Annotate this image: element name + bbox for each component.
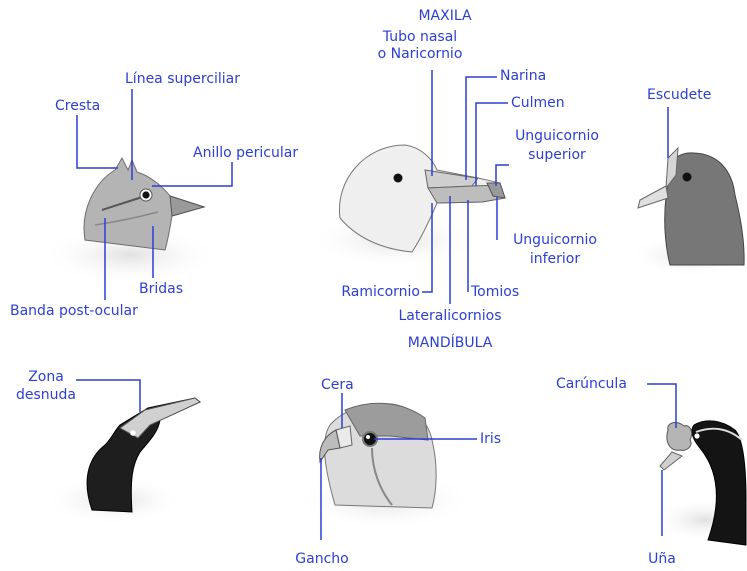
- label-cresta: Cresta: [55, 98, 100, 115]
- label-mandibula: MANDÍBULA: [390, 335, 510, 352]
- label-unguicornio-superior-line1: Unguicornio: [502, 128, 612, 145]
- label-unguicornio-inferior-line1: Unguicornio: [500, 232, 610, 249]
- label-tomios: Tomios: [471, 284, 519, 301]
- label-anillo-pericular: Anillo pericular: [193, 145, 298, 162]
- label-linea-superciliar: Línea superciliar: [125, 71, 240, 88]
- label-iris: Iris: [480, 431, 501, 448]
- label-narina: Narina: [500, 68, 546, 85]
- label-maxila: MAXILA: [410, 8, 480, 25]
- label-zona-desnuda-line1: Zona: [18, 369, 74, 386]
- label-gancho: Gancho: [280, 551, 364, 568]
- cormorant-sketch: [45, 398, 200, 525]
- raptor-sketch: [295, 403, 475, 530]
- crested-bird-sketch: [40, 158, 220, 285]
- label-zona-desnuda-line2: desnuda: [14, 387, 78, 404]
- label-banda-post-ocular: Banda post-ocular: [10, 303, 138, 320]
- label-unguicornio-superior-line2: superior: [502, 147, 612, 164]
- label-ramicornio: Ramicornio: [316, 284, 420, 301]
- label-cera: Cera: [321, 377, 354, 394]
- label-bridas: Bridas: [139, 281, 183, 298]
- label-tubo-nasal-line2: o Naricornio: [360, 46, 480, 63]
- label-culmen: Culmen: [511, 95, 565, 112]
- label-caruncula: Carúncula: [556, 376, 627, 393]
- carunculated-bird-sketch: [650, 421, 747, 545]
- label-lateralicornios: Lateralicornios: [385, 308, 515, 325]
- label-unguicornio-inferior-line2: inferior: [500, 251, 610, 268]
- label-una: Uña: [640, 551, 684, 568]
- coot-sketch: [630, 148, 747, 277]
- label-escudete: Escudete: [647, 87, 711, 104]
- label-tubo-nasal-line1: Tubo nasal: [360, 29, 480, 46]
